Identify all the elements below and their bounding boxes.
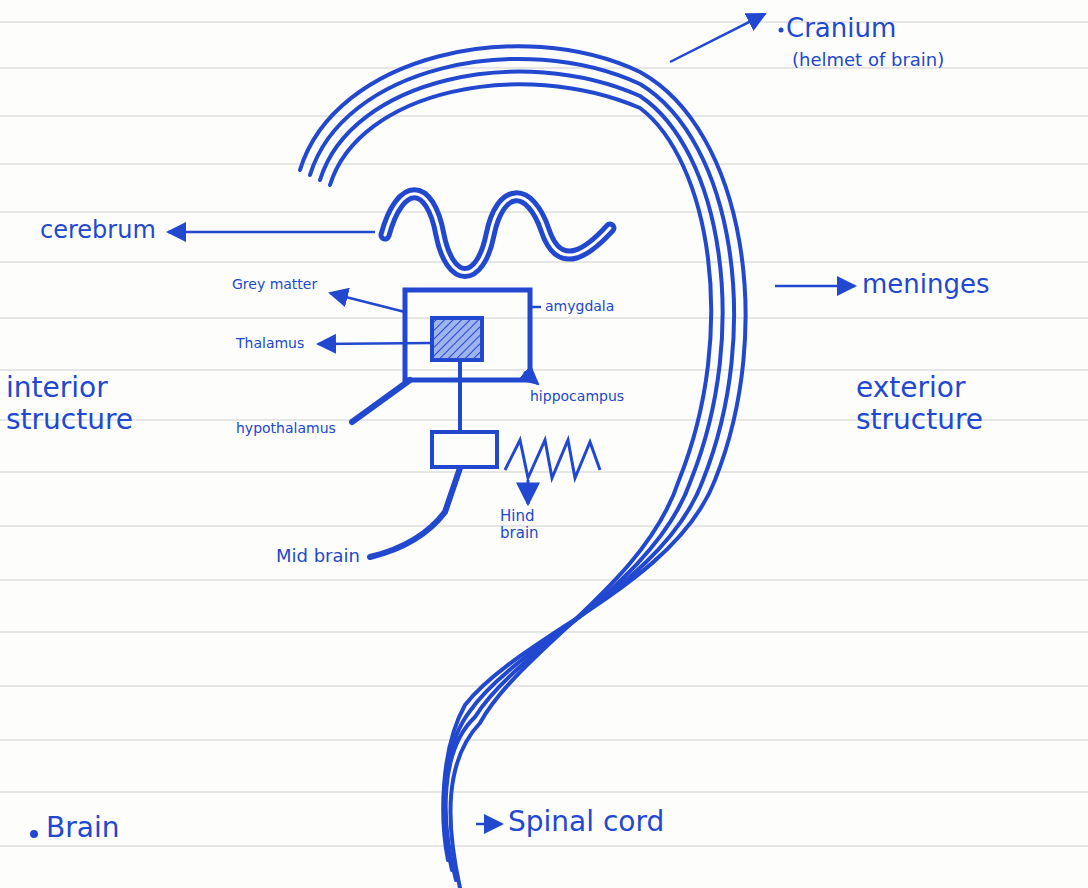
ruled-line [0, 580, 1088, 581]
cranium-curve [330, 84, 711, 888]
stem-line [458, 360, 462, 432]
cranium-layers [300, 46, 746, 888]
inner-brain [352, 290, 600, 557]
part-label: cerebrum [40, 217, 165, 245]
part-label: Hind brain [500, 508, 555, 543]
cranium-curve [310, 59, 734, 870]
hypothalamus-box [432, 432, 497, 467]
cerebrum-arrow [168, 231, 375, 234]
part-label: Grey matter [232, 276, 328, 292]
part-label: hypothalamus [236, 420, 348, 436]
region-label: interior structure [6, 372, 181, 436]
part-label: Thalamus [236, 335, 316, 351]
subtitle-label: (helmet of brain) [792, 50, 1012, 71]
hippocampus-arrow [524, 372, 538, 384]
leader-lines [168, 14, 855, 824]
title-label: Cranium [786, 14, 1026, 44]
part-label: meninges [862, 270, 1062, 300]
hindbrain-zigzag [505, 440, 600, 478]
cerebrum-wave [385, 194, 610, 273]
cranium-arrow [670, 14, 765, 62]
ruled-line [0, 740, 1088, 741]
ruled-line [0, 318, 1088, 319]
cerebrum-inner [385, 194, 610, 273]
hypothalamus-stroke [352, 380, 410, 422]
part-label: Mid brain [276, 546, 368, 567]
grey-matter-box [405, 290, 530, 380]
ruled-line [0, 472, 1088, 473]
thalamus-leader [318, 343, 432, 344]
ruled-line [0, 164, 1088, 165]
thalamus-box [432, 318, 482, 360]
meninges-arrow [775, 285, 855, 288]
region-label: exterior structure [856, 372, 1036, 436]
ruled-lines [0, 22, 1088, 846]
ruled-line [0, 792, 1088, 793]
grey-matter-leader [330, 293, 405, 312]
spinal-cord-arrow [476, 823, 502, 826]
figure-caption: Brain [46, 812, 246, 844]
ruled-line [0, 116, 1088, 117]
cranium-curve [300, 46, 746, 860]
ruled-line [0, 632, 1088, 633]
midbrain-stroke [370, 468, 460, 557]
ruled-line [0, 262, 1088, 263]
ruled-line [0, 846, 1088, 847]
cerebrum-outline [385, 194, 610, 273]
amygdala-leader [530, 306, 541, 309]
part-label: hippocampus [530, 388, 640, 404]
part-label: Spinal cord [508, 806, 728, 838]
ruled-line [0, 22, 1088, 23]
bullet-dot [30, 830, 38, 838]
ruled-line [0, 526, 1088, 527]
ruled-line [0, 686, 1088, 687]
bullet-dot [779, 28, 784, 33]
cranium-curve [320, 72, 723, 880]
hindbrain-arrow [527, 480, 530, 504]
part-label: amygdala [545, 298, 645, 314]
ruled-line [0, 370, 1088, 371]
